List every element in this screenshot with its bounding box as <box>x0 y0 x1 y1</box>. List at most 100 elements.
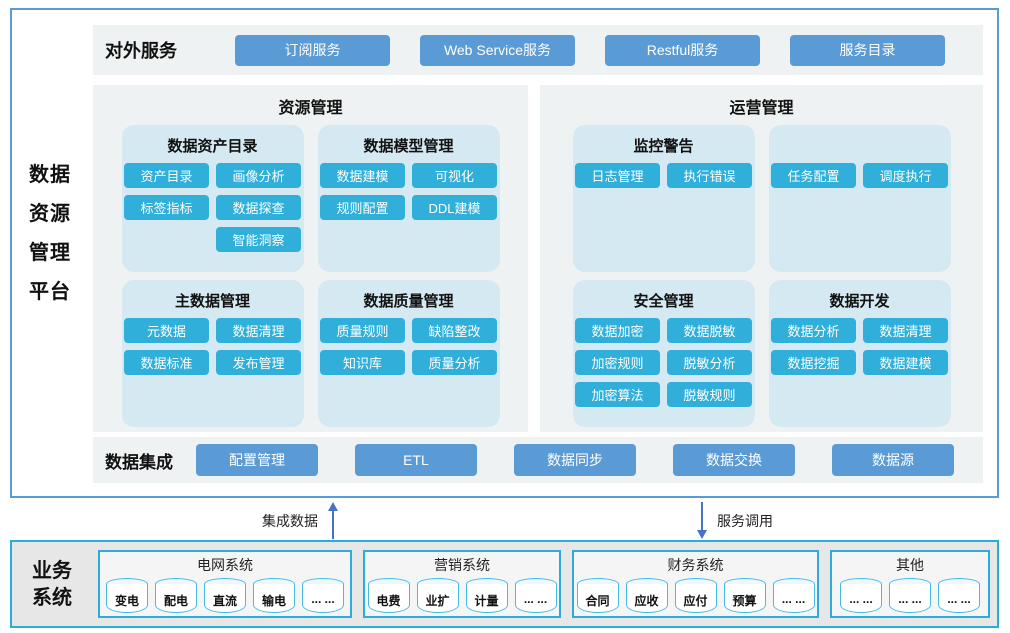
business-group: 财务系统合同应收应付预算... ... <box>572 550 819 618</box>
module-button[interactable]: 日志管理 <box>575 163 660 188</box>
cylinder-body <box>723 584 766 613</box>
module-button[interactable]: 可视化 <box>412 163 497 188</box>
cylinder-row: 合同应收应付预算... ... <box>574 578 817 613</box>
module-button[interactable]: 数据分析 <box>771 318 856 343</box>
module-button[interactable]: 数据加密 <box>575 318 660 343</box>
database-cylinder-icon: 配电 <box>155 578 197 613</box>
service-button[interactable]: Restful服务 <box>605 34 760 66</box>
database-cylinder-icon: ... ... <box>514 578 557 613</box>
cylinder-body <box>576 584 619 613</box>
operation-module-box: 数据开发数据分析数据清理数据挖掘数据建模 <box>768 280 951 427</box>
module-button[interactable]: 发布管理 <box>216 350 301 375</box>
operation-module-box-buttons: 数据分析数据清理数据挖掘数据建模 <box>769 318 951 375</box>
resource-module-box-title: 数据模型管理 <box>363 138 454 155</box>
module-button[interactable]: DDL建模 <box>412 195 497 220</box>
resource-management-boxes: 数据资产目录资产目录画像分析标签指标数据探查智能洞察数据模型管理数据建模可视化规… <box>93 125 528 427</box>
module-button[interactable]: 知识库 <box>320 350 405 375</box>
module-button[interactable]: 质量规则 <box>320 318 405 343</box>
module-button[interactable]: 数据建模 <box>863 350 948 375</box>
module-button[interactable]: 标签指标 <box>124 195 209 220</box>
module-button[interactable]: 规则配置 <box>320 195 405 220</box>
module-button[interactable]: 脱敏规则 <box>667 382 752 407</box>
integration-button[interactable]: 数据同步 <box>514 444 636 476</box>
module-button[interactable]: 数据脱敏 <box>667 318 752 343</box>
module-button[interactable]: 数据清理 <box>863 318 948 343</box>
module-button[interactable]: 质量分析 <box>412 350 497 375</box>
module-button[interactable]: 数据标准 <box>124 350 209 375</box>
resource-module-box-title: 数据资产目录 <box>167 138 258 155</box>
module-button[interactable]: 数据挖掘 <box>771 350 856 375</box>
module-button[interactable]: 加密规则 <box>575 350 660 375</box>
resource-module-box: 数据资产目录资产目录画像分析标签指标数据探查智能洞察 <box>121 125 304 272</box>
module-button[interactable]: 画像分析 <box>216 163 301 188</box>
resource-module-box-buttons: 质量规则缺陷整改知识库质量分析 <box>318 318 500 375</box>
operation-module-box-buttons: 日志管理执行错误 <box>573 163 755 188</box>
cylinder-body <box>155 584 197 613</box>
resource-module-box-buttons: 资产目录画像分析标签指标数据探查智能洞察 <box>122 163 304 252</box>
platform-title-line: 管理 <box>29 242 71 264</box>
external-services-buttons: 订阅服务 Web Service服务 Restful服务服务目录 <box>235 34 945 66</box>
module-button[interactable]: 缺陷整改 <box>412 318 497 343</box>
database-cylinder-icon: ... ... <box>302 578 344 613</box>
business-systems-container: 业务系统 电网系统变电配电直流输电... ...营销系统电费业扩计量... ..… <box>10 540 999 628</box>
cylinder-body <box>674 584 717 613</box>
resource-module-box: 数据模型管理数据建模可视化规则配置 DDL建模 <box>317 125 500 272</box>
database-cylinder-icon: 电费 <box>367 578 410 613</box>
module-button[interactable]: 数据清理 <box>216 318 301 343</box>
platform-title-line: 平台 <box>29 281 71 303</box>
cylinder-body <box>253 584 295 613</box>
module-button[interactable]: 执行错误 <box>667 163 752 188</box>
integration-button[interactable]: ETL <box>355 444 477 476</box>
cylinder-label: ... ... <box>898 592 922 606</box>
operation-module-box-title: 安全管理 <box>633 293 694 310</box>
database-cylinder-icon: 应付 <box>674 578 717 613</box>
operation-module-box: 任务配置调度执行 <box>768 125 951 272</box>
integration-button[interactable]: 配置管理 <box>196 444 318 476</box>
module-button[interactable]: 加密算法 <box>575 382 660 407</box>
platform-title-line: 资源 <box>29 203 71 225</box>
resource-management-title: 资源管理 <box>278 100 343 117</box>
integration-button[interactable]: 数据交换 <box>673 444 795 476</box>
module-button[interactable]: 任务配置 <box>771 163 856 188</box>
cylinder-body <box>840 584 882 613</box>
database-cylinder-icon: 直流 <box>204 578 246 613</box>
database-cylinder-icon: 应收 <box>625 578 668 613</box>
operation-module-box: 安全管理数据加密数据脱敏加密规则脱敏分析加密算法脱敏规则 <box>572 280 755 427</box>
operation-module-box-buttons: 数据加密数据脱敏加密规则脱敏分析加密算法脱敏规则 <box>573 318 755 407</box>
cylinder-body <box>204 584 246 613</box>
module-button[interactable]: 数据建模 <box>320 163 405 188</box>
module-button[interactable]: 元数据 <box>124 318 209 343</box>
business-group-title: 电网系统 <box>197 557 253 573</box>
cylinder-body <box>367 584 410 613</box>
cylinder-label: 应收 <box>634 594 659 608</box>
cylinder-label: 计量 <box>474 594 499 608</box>
database-cylinder-icon: 计量 <box>465 578 508 613</box>
cylinder-body <box>106 584 148 613</box>
cylinder-row: ... ...... ...... ... <box>832 578 988 613</box>
service-button[interactable]: 订阅服务 <box>235 34 390 66</box>
down-arrow-icon <box>696 502 708 539</box>
module-button[interactable]: 智能洞察 <box>216 227 301 252</box>
resource-module-box-buttons: 数据建模可视化规则配置 DDL建模 <box>318 163 500 220</box>
module-button[interactable]: 脱敏分析 <box>667 350 752 375</box>
cylinder-body <box>416 584 459 613</box>
cylinder-body <box>302 584 344 613</box>
database-cylinder-icon: 预算 <box>723 578 766 613</box>
module-button[interactable]: 调度执行 <box>863 163 948 188</box>
operation-management-panel: 运营管理 监控警告日志管理执行错误任务配置调度执行安全管理数据加密数据脱敏加密规… <box>540 85 983 432</box>
service-button[interactable]: Web Service服务 <box>420 34 575 66</box>
cylinder-body <box>772 584 815 613</box>
business-systems-label-line: 系统 <box>32 587 72 609</box>
service-button[interactable]: 服务目录 <box>790 34 945 66</box>
cylinder-body <box>514 584 557 613</box>
operation-management-boxes: 监控警告日志管理执行错误任务配置调度执行安全管理数据加密数据脱敏加密规则脱敏分析… <box>540 125 983 427</box>
cylinder-label: 配电 <box>163 594 188 608</box>
flow-service-call: 服务调用 <box>696 502 773 539</box>
module-button[interactable]: 资产目录 <box>124 163 209 188</box>
module-button[interactable]: 数据探查 <box>216 195 301 220</box>
cylinder-body <box>625 584 668 613</box>
business-group-title: 其他 <box>896 557 924 573</box>
integration-button[interactable]: 数据源 <box>832 444 954 476</box>
cylinder-row: 电费业扩计量... ... <box>365 578 559 613</box>
